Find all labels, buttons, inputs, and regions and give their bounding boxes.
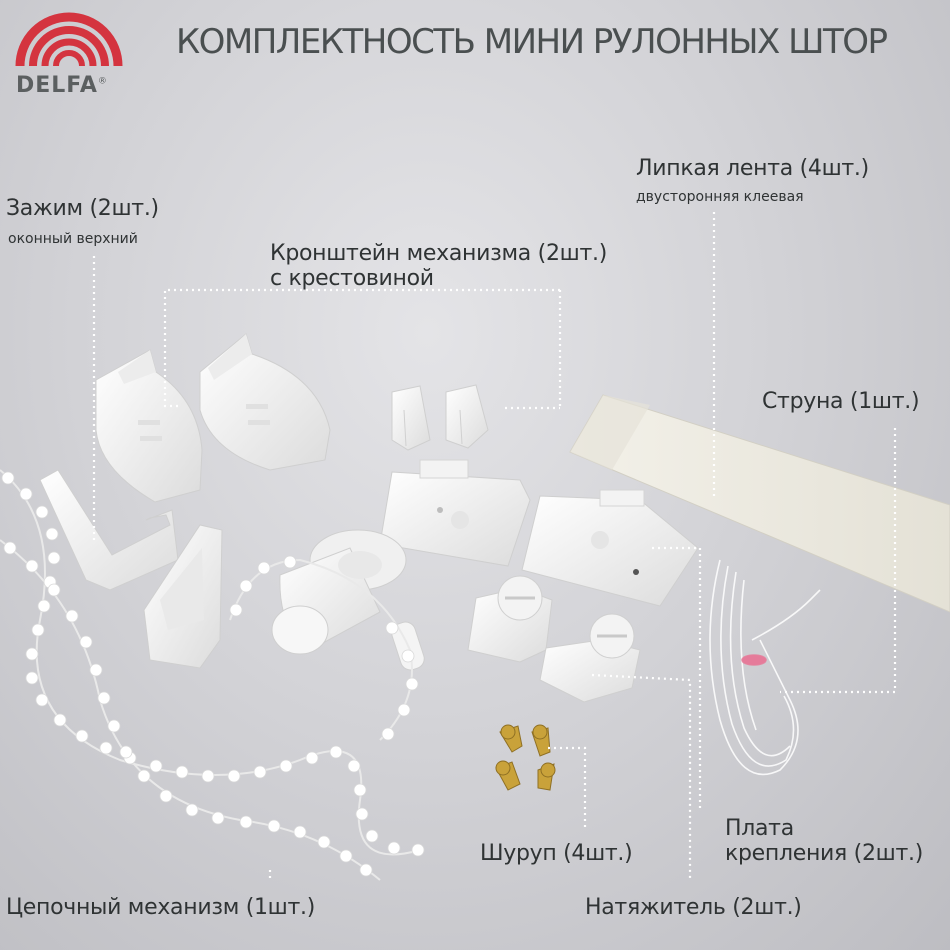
brand-name-text: DELFA	[16, 73, 98, 98]
label-tape: Липкая лента (4шт.)	[636, 156, 869, 181]
label-bracket: Кронштейн механизма (2шт.)	[270, 241, 607, 266]
label-plate-line2: крепления (2шт.)	[725, 841, 923, 866]
label-chain: Цепочный механизм (1шт.)	[6, 895, 316, 920]
label-string: Струна (1шт.)	[762, 389, 920, 414]
brand-logo-arcs	[15, 12, 123, 67]
adhesive-tape	[569, 394, 950, 613]
leader-lines	[92, 212, 897, 880]
label-plate: Плата	[725, 816, 794, 841]
label-tensioner: Натяжитель (2шт.)	[585, 895, 802, 920]
brand-registered-mark: ®	[97, 76, 108, 87]
label-clamp: Зажим (2шт.)	[6, 196, 159, 221]
label-clamp-sub: оконный верхний	[8, 231, 138, 247]
bracket-caps	[95, 333, 331, 503]
chain-spool	[271, 529, 425, 671]
bead-chain	[0, 469, 425, 881]
brand-name: DELFA®	[16, 73, 108, 98]
page-title: КОМПЛЕКТНОСТЬ МИНИ РУЛОННЫХ ШТОР	[176, 22, 888, 62]
screws	[495, 724, 556, 791]
string-coil	[709, 559, 821, 776]
label-screw: Шуруп (4шт.)	[480, 841, 633, 866]
label-bracket-line2: с крестовиной	[270, 266, 434, 291]
tensioners	[467, 575, 641, 703]
label-tape-sub: двусторонняя клеевая	[636, 189, 804, 205]
cross-pins	[391, 384, 489, 451]
mounting-plates	[379, 459, 699, 607]
window-clamps	[39, 469, 223, 669]
